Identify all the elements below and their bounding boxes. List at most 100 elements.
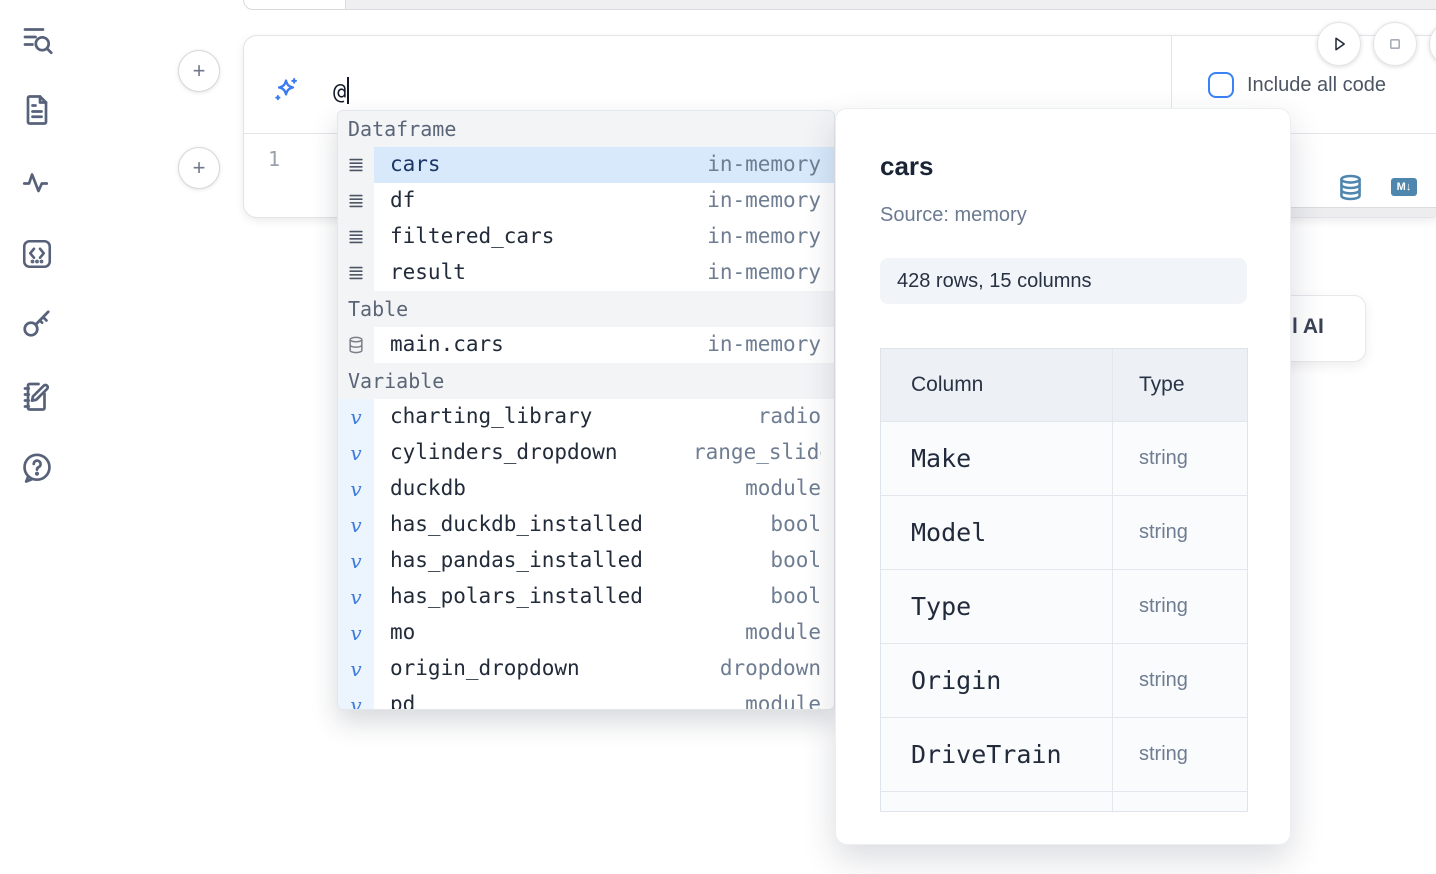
run-cell-button[interactable] bbox=[1317, 22, 1361, 66]
variable-icon: v bbox=[350, 585, 362, 609]
autocomplete-item-gutter: v bbox=[338, 615, 374, 651]
autocomplete-item-type: radio bbox=[757, 404, 821, 428]
dataframe-preview-panel: cars Source: memory 428 rows, 15 columns… bbox=[835, 108, 1291, 845]
autocomplete-item[interactable]: filtered_cars in-memory bbox=[338, 219, 834, 255]
activity-icon[interactable] bbox=[19, 164, 55, 200]
autocomplete-item-name: filtered_cars bbox=[390, 224, 555, 248]
variable-icon: v bbox=[350, 441, 362, 465]
panel-source: Source: memory bbox=[880, 204, 1027, 226]
autocomplete-item[interactable]: v charting_library radio bbox=[338, 399, 834, 435]
autocomplete-item-type: range_slider bbox=[693, 440, 821, 464]
autocomplete-item-name: has_polars_installed bbox=[390, 584, 643, 608]
text-caret bbox=[347, 77, 350, 104]
table-database-icon bbox=[349, 336, 363, 354]
ai-prompt-input[interactable]: @ bbox=[333, 77, 350, 105]
markdown-convert-icon[interactable]: M↓ bbox=[1391, 178, 1417, 196]
ai-options-section: Include all code bbox=[1171, 36, 1436, 134]
database-icon[interactable] bbox=[1336, 173, 1365, 202]
document-icon[interactable] bbox=[19, 92, 55, 128]
schema-cell-type: string bbox=[1113, 496, 1247, 569]
list-search-icon[interactable] bbox=[19, 22, 55, 58]
autocomplete-item-name: origin_dropdown bbox=[390, 656, 580, 680]
autocomplete-item-content: df in-memory bbox=[374, 183, 834, 219]
code-editor[interactable]: 1 bbox=[244, 134, 1436, 209]
dataframe-icon bbox=[349, 230, 363, 244]
autocomplete-item[interactable]: cars in-memory bbox=[338, 147, 834, 183]
schema-cell-type: string bbox=[1113, 422, 1247, 495]
autocomplete-item-name: cylinders_dropdown bbox=[390, 440, 618, 464]
schema-table-row bbox=[881, 791, 1247, 811]
variable-icon: v bbox=[350, 657, 362, 681]
autocomplete-item-gutter: v bbox=[338, 579, 374, 615]
autocomplete-item-name: cars bbox=[390, 152, 441, 176]
autocomplete-item-gutter bbox=[338, 255, 374, 291]
autocomplete-item-content: mo module bbox=[374, 615, 834, 651]
autocomplete-item-name: df bbox=[390, 188, 416, 212]
autocomplete-item-name: charting_library bbox=[390, 404, 593, 428]
autocomplete-section-header: Table bbox=[338, 291, 834, 327]
autocomplete-item-name: mo bbox=[390, 620, 416, 644]
line-number: 1 bbox=[267, 147, 281, 171]
autocomplete-item-content: cylinders_dropdown range_slider bbox=[374, 435, 834, 471]
autocomplete-item-name: has_pandas_installed bbox=[390, 548, 643, 572]
schema-cell-column: Origin bbox=[881, 644, 1113, 717]
autocomplete-item-name: duckdb bbox=[390, 476, 466, 500]
schema-cell-column: Type bbox=[881, 570, 1113, 643]
autocomplete-section-header: Dataframe bbox=[338, 111, 834, 147]
autocomplete-item-type: module bbox=[745, 620, 821, 644]
autocomplete-item-type: in-memory bbox=[707, 188, 821, 212]
variable-icon: v bbox=[350, 405, 362, 429]
autocomplete-item-content: charting_library radio bbox=[374, 399, 834, 435]
include-all-code-checkbox[interactable] bbox=[1208, 72, 1234, 98]
previous-cell-edge bbox=[243, 0, 1436, 10]
schema-cell-column: DriveTrain bbox=[881, 718, 1113, 791]
include-all-code-label: Include all code bbox=[1247, 73, 1386, 96]
autocomplete-section-header: Variable bbox=[338, 363, 834, 399]
help-chat-icon[interactable] bbox=[19, 450, 55, 486]
add-cell-button-top[interactable]: + bbox=[178, 50, 220, 92]
autocomplete-item-gutter: v bbox=[338, 435, 374, 471]
autocomplete-item-gutter bbox=[338, 219, 374, 255]
autocomplete-item-type: in-memory bbox=[707, 224, 821, 248]
code-block-icon[interactable] bbox=[19, 236, 55, 272]
scratchpad-edit-icon[interactable] bbox=[19, 378, 55, 414]
schema-cell-type: string bbox=[1113, 570, 1247, 643]
schema-cell-column: Model bbox=[881, 496, 1113, 569]
autocomplete-item[interactable]: v cylinders_dropdown range_slider bbox=[338, 435, 834, 471]
autocomplete-item[interactable]: df in-memory bbox=[338, 183, 834, 219]
schema-header-type: Type bbox=[1139, 373, 1185, 396]
autocomplete-item-type: in-memory bbox=[707, 152, 821, 176]
stop-icon bbox=[1390, 39, 1400, 49]
key-icon[interactable] bbox=[19, 305, 55, 341]
autocomplete-item-gutter: v bbox=[338, 687, 374, 709]
sparkles-icon bbox=[271, 75, 301, 105]
autocomplete-item-type: module bbox=[745, 476, 821, 500]
autocomplete-item-content: filtered_cars in-memory bbox=[374, 219, 834, 255]
schema-cell-type bbox=[1113, 792, 1247, 811]
autocomplete-item-type: module bbox=[745, 692, 821, 710]
add-cell-button-bottom[interactable]: + bbox=[178, 147, 220, 189]
stop-cell-button[interactable] bbox=[1373, 22, 1417, 66]
schema-cell-column bbox=[881, 792, 1113, 811]
